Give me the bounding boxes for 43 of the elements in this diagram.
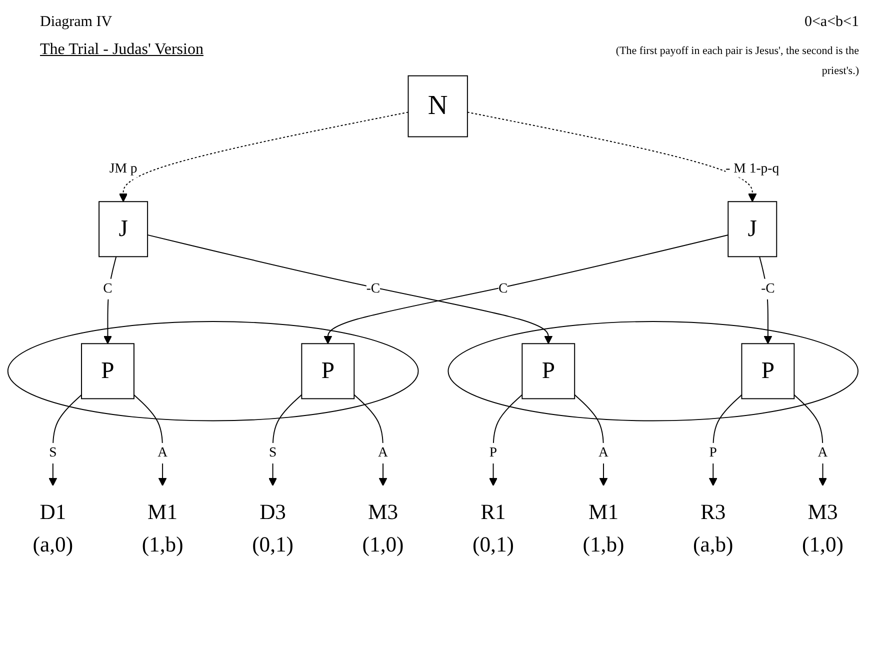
- edge-label: S: [268, 446, 277, 461]
- node-box: J: [98, 201, 148, 258]
- node-text: M3 (1,0): [802, 499, 844, 556]
- node-text: M1 (1,b): [142, 499, 184, 556]
- edge-label: -C: [761, 282, 775, 296]
- node-text: R1 (0,1): [472, 499, 514, 556]
- node-text: D3 (0,1): [252, 499, 294, 556]
- arrow: [354, 394, 388, 486]
- node-text: M1 (1,b): [582, 499, 624, 556]
- node-text: D1 (a,0): [32, 499, 74, 556]
- edge-label: A: [378, 446, 388, 461]
- edge-label: - M 1-p-q: [726, 162, 780, 177]
- arrow: [118, 112, 409, 202]
- arrow: [324, 234, 729, 344]
- arrow: [133, 394, 167, 486]
- arrow: [759, 256, 772, 344]
- edge-label: A: [598, 446, 608, 461]
- arrow: [466, 112, 757, 202]
- diagram-number: Diagram IV: [40, 14, 114, 31]
- arrow: [708, 394, 742, 486]
- edge-label: A: [818, 446, 828, 461]
- arrow: [794, 394, 828, 486]
- edge-label: -C: [366, 282, 380, 296]
- edge-label: C: [103, 282, 112, 296]
- arrow: [147, 234, 553, 344]
- diagram-title: The Trial - Judas' Version: [40, 41, 204, 59]
- payoff-note: (The first payoff in each pair is Jesus', the second is the priest's.): [614, 44, 859, 79]
- edge-label: A: [158, 446, 168, 461]
- edge-label: JM p: [109, 162, 138, 177]
- arrow: [48, 394, 82, 486]
- edge-label: P: [489, 446, 498, 461]
- node-box: J: [728, 201, 778, 258]
- edge-label: C: [498, 282, 508, 296]
- edge-label: P: [709, 446, 717, 461]
- arrow: [103, 256, 117, 344]
- node-box: N: [408, 75, 468, 138]
- node-text: M3 (1,0): [362, 499, 404, 556]
- node-text: R3 (a,b): [693, 499, 734, 556]
- parameter-condition: 0<a<b<1: [803, 14, 859, 31]
- edge-label: S: [49, 446, 57, 461]
- arrow: [574, 394, 608, 486]
- arrow: [488, 394, 523, 486]
- arrow: [268, 394, 302, 486]
